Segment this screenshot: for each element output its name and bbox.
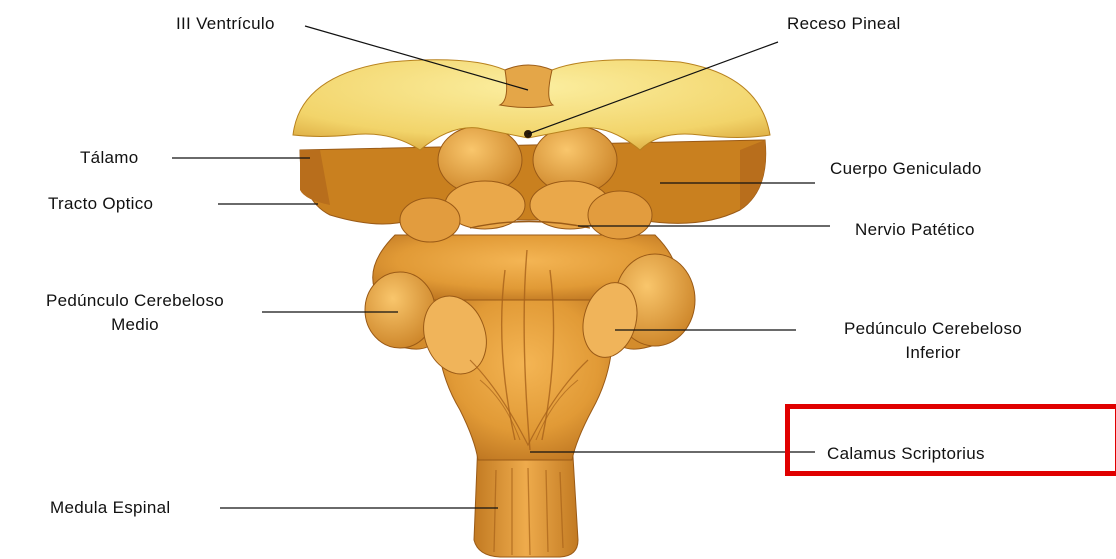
label-talamo: Tálamo	[80, 146, 139, 170]
label-medula-espinal: Medula Espinal	[50, 496, 170, 520]
label-pedunculo-medio-line1: Pedúnculo Cerebeloso	[8, 289, 262, 313]
label-pedunculo-medio-line2: Medio	[8, 313, 262, 337]
label-nervio-patetico: Nervio Patético	[855, 218, 975, 242]
label-cuerpo-geniculado: Cuerpo Geniculado	[830, 157, 982, 181]
label-tracto-optico: Tracto Optico	[48, 192, 153, 216]
label-iii-ventriculo: III Ventrículo	[176, 12, 275, 36]
brainstem-body	[293, 60, 770, 557]
label-pedunculo-inferior-line1: Pedúnculo Cerebeloso	[803, 317, 1063, 341]
label-pedunculo-inferior-line2: Inferior	[803, 341, 1063, 365]
label-receso-pineal: Receso Pineal	[787, 12, 901, 36]
highlight-box	[785, 404, 1116, 476]
